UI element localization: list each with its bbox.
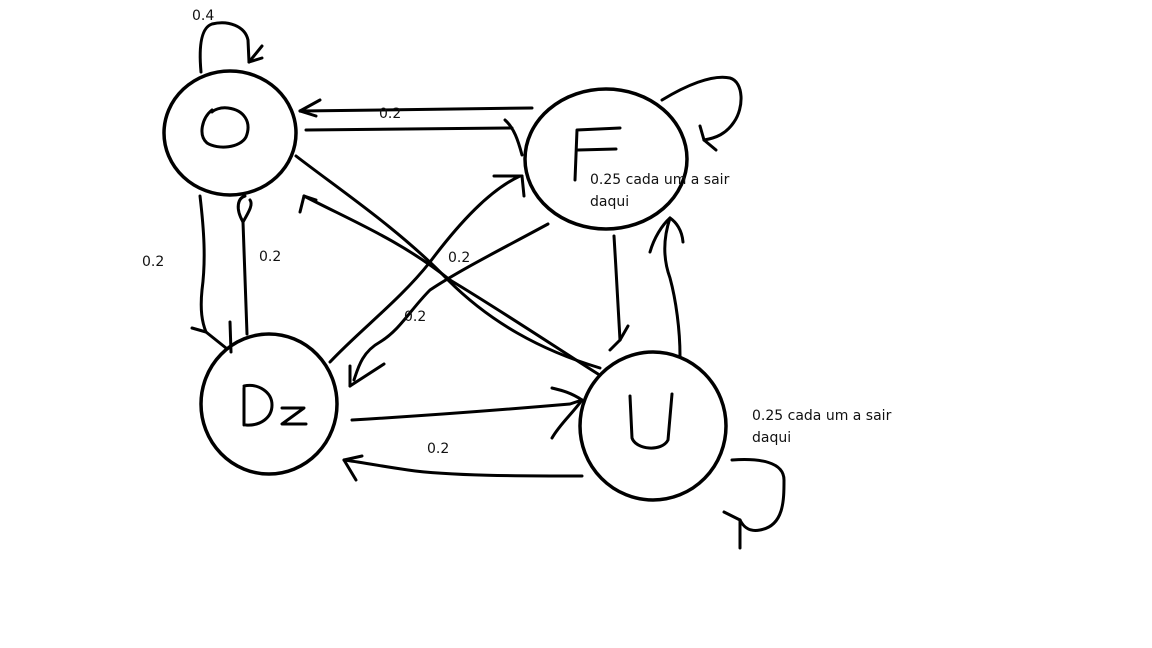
f-self-loop bbox=[660, 75, 743, 152]
note-u-line1: 0.25 cada um a sair bbox=[752, 408, 892, 424]
arrow-u-to-f bbox=[648, 216, 685, 358]
node-u-glyph bbox=[628, 392, 674, 450]
arrow-u-to-de bbox=[342, 454, 584, 482]
arrow-de-to-u bbox=[350, 386, 584, 440]
label-o-self: 0.4 bbox=[192, 8, 214, 24]
arrow-o-to-de bbox=[190, 194, 228, 350]
o-self-loop bbox=[198, 21, 264, 74]
arrow-u-to-o bbox=[298, 194, 600, 376]
label-de-to-o: 0.2 bbox=[259, 249, 281, 265]
node-f-glyph bbox=[573, 126, 622, 182]
node-o-glyph bbox=[200, 106, 250, 149]
note-u-line2: daqui bbox=[752, 430, 791, 446]
arrow-f-to-u bbox=[608, 234, 630, 352]
note-f-line2: daqui bbox=[590, 194, 629, 210]
label-diagonal-upper: 0.2 bbox=[448, 250, 470, 266]
label-o-to-f: 0.2 bbox=[379, 106, 401, 122]
arrow-f-to-de bbox=[348, 222, 550, 388]
node-de-circle bbox=[199, 332, 339, 476]
label-de-u: 0.2 bbox=[427, 441, 449, 457]
arrow-de-to-o bbox=[228, 194, 253, 354]
node-f-circle bbox=[523, 87, 689, 231]
arrow-f-to-o bbox=[298, 98, 534, 118]
label-diagonal-lower: 0.2 bbox=[404, 309, 426, 325]
arrow-de-to-f bbox=[328, 174, 526, 364]
u-self-loop bbox=[722, 458, 786, 550]
arrow-o-to-f bbox=[304, 118, 524, 157]
label-o-to-de: 0.2 bbox=[142, 254, 164, 270]
note-f-line1: 0.25 cada um a sair bbox=[590, 172, 730, 188]
node-u-circle bbox=[578, 350, 728, 502]
node-o-circle bbox=[162, 69, 298, 197]
node-de-glyph bbox=[242, 383, 308, 427]
